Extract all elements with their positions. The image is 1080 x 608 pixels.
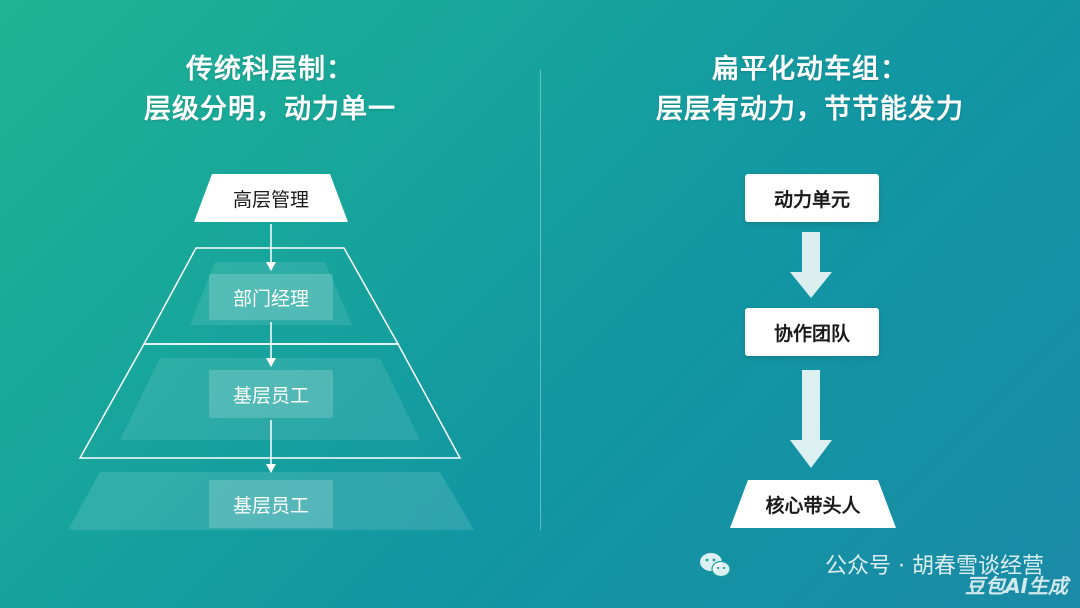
watermark: 公众号 · 胡春雪谈经营 <box>785 548 1044 580</box>
node-top-management: 高层管理 <box>232 188 309 211</box>
wechat-icon <box>700 553 731 578</box>
right-big-arrows <box>790 232 832 468</box>
watermark-text: 公众号 · 胡春雪谈经营 <box>825 554 1044 579</box>
node-collaboration-team: 协作团队 <box>745 308 879 356</box>
left-connector-arrows <box>266 224 276 473</box>
left-heading: 传统科层制： 层级分明，动力单一 <box>70 50 470 130</box>
pyramid-base-band <box>68 472 474 530</box>
pyramid-mid-band <box>120 358 420 440</box>
core-leader-shape <box>730 480 896 528</box>
center-divider <box>540 70 541 530</box>
pyramid-outer-outline <box>78 343 462 459</box>
left-title-line2: 层级分明，动力单一 <box>144 94 396 125</box>
top-management-shape <box>194 174 348 222</box>
node-department-manager: 部门经理 <box>209 274 333 320</box>
right-title-line1: 扁平化动车组： <box>712 54 908 85</box>
node-power-unit: 动力单元 <box>745 174 879 222</box>
node-core-leader: 核心带头人 <box>765 494 861 517</box>
node-frontline-staff-1: 基层员工 <box>209 370 333 418</box>
right-heading: 扁平化动车组： 层层有动力，节节能发力 <box>560 50 1060 130</box>
ai-generated-mark: 豆包AI生成 <box>965 574 1068 598</box>
node-frontline-staff-2: 基层员工 <box>209 480 333 528</box>
left-title-line1: 传统科层制： <box>186 54 354 85</box>
right-title-line2: 层层有动力，节节能发力 <box>656 94 964 125</box>
pyramid-top-band <box>190 262 352 325</box>
